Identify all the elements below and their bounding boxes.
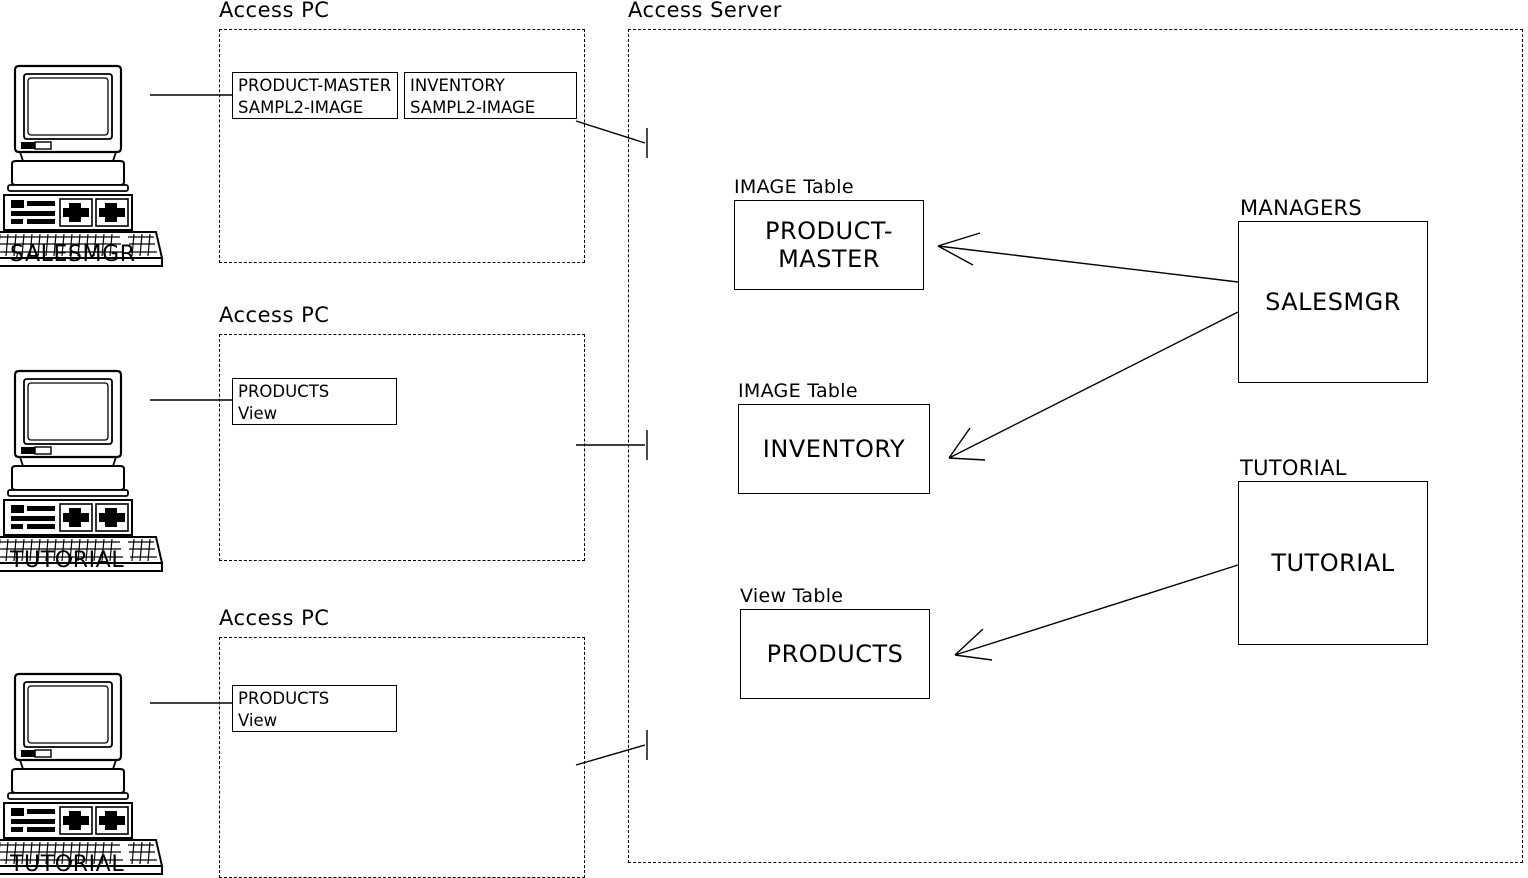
manager-box-salesmgr: SALESMGR (1238, 221, 1428, 383)
server-table-product-master: PRODUCT- MASTER (734, 200, 924, 290)
table-line2: MASTER (778, 245, 880, 273)
pc-box-products-view-1: PRODUCTS View (232, 378, 397, 425)
caption-image-table-1: IMAGE Table (734, 176, 854, 198)
manager-label: SALESMGR (1265, 288, 1401, 316)
region-label-access-pc-2: Access PC (219, 303, 330, 327)
region-access-pc-2 (219, 334, 585, 561)
region-access-server (628, 29, 1523, 863)
caption-tutorial: TUTORIAL (1240, 456, 1347, 480)
manager-label: TUTORIAL (1271, 549, 1395, 577)
region-label-access-server: Access Server (628, 0, 782, 22)
region-label-access-pc-3: Access PC (219, 606, 330, 630)
region-label-access-pc-1: Access PC (219, 0, 330, 22)
pc-box-line1: INVENTORY (410, 76, 505, 95)
pc-box-line2: SAMPL2-IMAGE (238, 97, 364, 117)
caption-managers: MANAGERS (1240, 196, 1363, 220)
caption-view-table: View Table (740, 585, 844, 607)
table-line1: PRODUCTS (766, 639, 904, 668)
caption-image-table-2: IMAGE Table (738, 380, 858, 402)
region-access-pc-1 (219, 29, 585, 263)
region-access-pc-3 (219, 637, 585, 878)
pc-box-line1: PRODUCTS (238, 382, 330, 401)
pc-box-inventory: INVENTORY SAMPL2-IMAGE (404, 72, 577, 119)
pc-box-line2: View (238, 710, 278, 730)
manager-box-tutorial: TUTORIAL (1238, 481, 1428, 645)
server-table-products: PRODUCTS (740, 609, 930, 699)
pc-box-line1: PRODUCT-MASTER (238, 76, 392, 95)
pc-box-product-master: PRODUCT-MASTER SAMPL2-IMAGE (232, 72, 398, 119)
desktop-computer-icon (0, 369, 164, 573)
table-line1: INVENTORY (762, 434, 906, 463)
terminal-label-tutorial-1: TUTORIAL (10, 548, 125, 573)
terminal-label-tutorial-2: TUTORIAL (10, 852, 125, 877)
server-table-inventory: INVENTORY (738, 404, 930, 494)
pc-box-line1: PRODUCTS (238, 689, 330, 708)
terminal-label-salesmgr: SALESMGR (10, 242, 136, 267)
desktop-computer-icon (0, 672, 164, 876)
table-line1: PRODUCT- (765, 216, 893, 245)
pc-box-line2: SAMPL2-IMAGE (410, 97, 536, 117)
desktop-computer-icon (0, 64, 164, 268)
pc-box-products-view-2: PRODUCTS View (232, 685, 397, 732)
pc-box-line2: View (238, 403, 278, 423)
